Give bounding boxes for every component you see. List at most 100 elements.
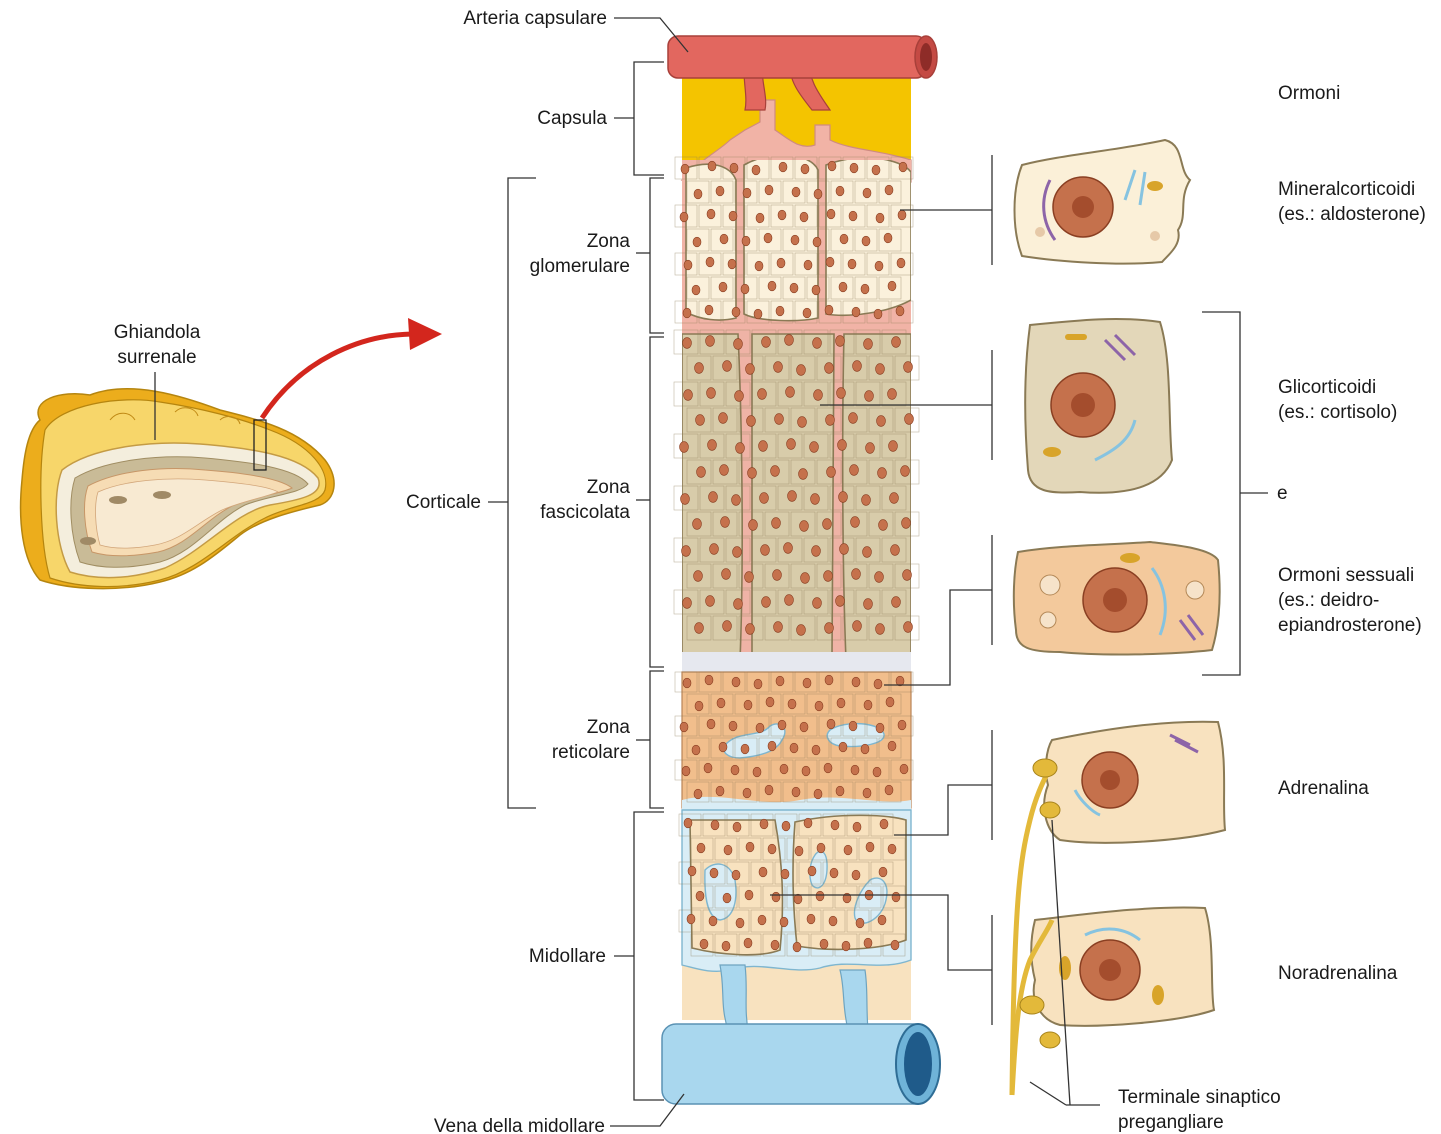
- nucleus: [768, 741, 776, 751]
- nucleus: [814, 189, 822, 199]
- nucleus: [746, 842, 754, 852]
- nucleus: [885, 785, 893, 795]
- zoom-arrow: [262, 318, 442, 418]
- nucleus: [785, 335, 794, 346]
- nucleus: [836, 336, 845, 347]
- reticularis-cell: [1014, 542, 1220, 654]
- nucleus: [888, 844, 896, 854]
- nucleus: [866, 443, 875, 454]
- nucleus: [732, 677, 740, 687]
- nucleus: [784, 543, 793, 554]
- nucleus: [731, 765, 739, 775]
- nucleus: [782, 821, 790, 831]
- nucleus: [837, 388, 846, 399]
- nucleus: [781, 869, 789, 879]
- nucleus: [892, 892, 900, 902]
- nucleus: [688, 866, 696, 876]
- nucleus: [900, 764, 908, 774]
- nucleus: [905, 414, 914, 425]
- nucleus: [708, 161, 716, 171]
- nucleus: [693, 237, 701, 247]
- nucleus: [839, 742, 847, 752]
- nucleus: [849, 211, 857, 221]
- nucleus: [853, 822, 861, 832]
- nucleus: [768, 281, 776, 291]
- nucleus: [709, 492, 718, 503]
- nucleus: [716, 186, 724, 196]
- noradrenaline-label: Noradrenalina: [1278, 963, 1398, 984]
- nucleus: [798, 417, 807, 428]
- nucleus: [708, 440, 717, 451]
- nucleus: [710, 868, 718, 878]
- nucleus: [820, 939, 828, 949]
- nucleus: [824, 763, 832, 773]
- nucleus: [837, 698, 845, 708]
- nucleus: [692, 745, 700, 755]
- nucleus: [732, 307, 740, 317]
- nucleus: [886, 697, 894, 707]
- nucleus: [842, 941, 850, 951]
- nucleus: [756, 213, 764, 223]
- nucleus: [850, 163, 858, 173]
- nucleus: [891, 940, 899, 950]
- nucleus: [741, 744, 749, 754]
- nucleus: [856, 918, 864, 928]
- nucleus: [730, 163, 738, 173]
- nucleus: [743, 188, 751, 198]
- nucleus: [844, 845, 852, 855]
- nucleus: [864, 339, 873, 350]
- nucleus: [692, 285, 700, 295]
- nucleus: [885, 185, 893, 195]
- nucleus: [735, 391, 744, 402]
- nucleus: [680, 722, 688, 732]
- nucleus: [852, 307, 860, 317]
- nucleus: [825, 623, 834, 634]
- nucleus: [719, 742, 727, 752]
- nucleus: [904, 622, 913, 633]
- zona-glom-label-2: glomerulare: [530, 256, 630, 277]
- nucleus: [695, 701, 703, 711]
- nucleus: [684, 260, 692, 270]
- nucleus: [812, 745, 820, 755]
- nucleus: [743, 788, 751, 798]
- nucleus: [838, 440, 847, 451]
- nucleus: [852, 870, 860, 880]
- nucleus: [898, 210, 906, 220]
- nucleus: [797, 625, 806, 636]
- nucleus: [888, 741, 896, 751]
- nucleus: [807, 914, 815, 924]
- nucleus: [732, 495, 741, 506]
- nucleus: [804, 260, 812, 270]
- nucleus: [706, 596, 715, 607]
- nucleus: [901, 466, 910, 477]
- nucleus: [752, 165, 760, 175]
- nucleus: [874, 679, 882, 689]
- nucleus: [813, 338, 822, 349]
- nucleus: [875, 261, 883, 271]
- nucleus: [748, 468, 757, 479]
- nucleus: [683, 678, 691, 688]
- nucleus: [829, 916, 837, 926]
- nucleus: [790, 743, 798, 753]
- nucleus: [826, 415, 835, 426]
- nucleus: [697, 843, 705, 853]
- nucleus: [760, 493, 769, 504]
- nucleus: [851, 765, 859, 775]
- nucleus: [729, 211, 737, 221]
- nucleus: [790, 283, 798, 293]
- nucleus: [773, 570, 782, 581]
- nucleus: [876, 723, 884, 733]
- nucleus: [840, 544, 849, 555]
- nucleus: [814, 789, 822, 799]
- hormones-header: Ormoni: [1278, 83, 1340, 104]
- medulla-label: Midollare: [529, 946, 606, 967]
- gluco-label-1: Glicorticoidi: [1278, 377, 1376, 398]
- nucleus: [876, 364, 885, 375]
- nucleus: [849, 413, 858, 424]
- nucleus: [787, 439, 796, 450]
- nucleus: [697, 467, 706, 478]
- nucleus: [891, 545, 900, 556]
- nucleus: [696, 415, 705, 426]
- nucleus: [825, 305, 833, 315]
- nucleus: [812, 285, 820, 295]
